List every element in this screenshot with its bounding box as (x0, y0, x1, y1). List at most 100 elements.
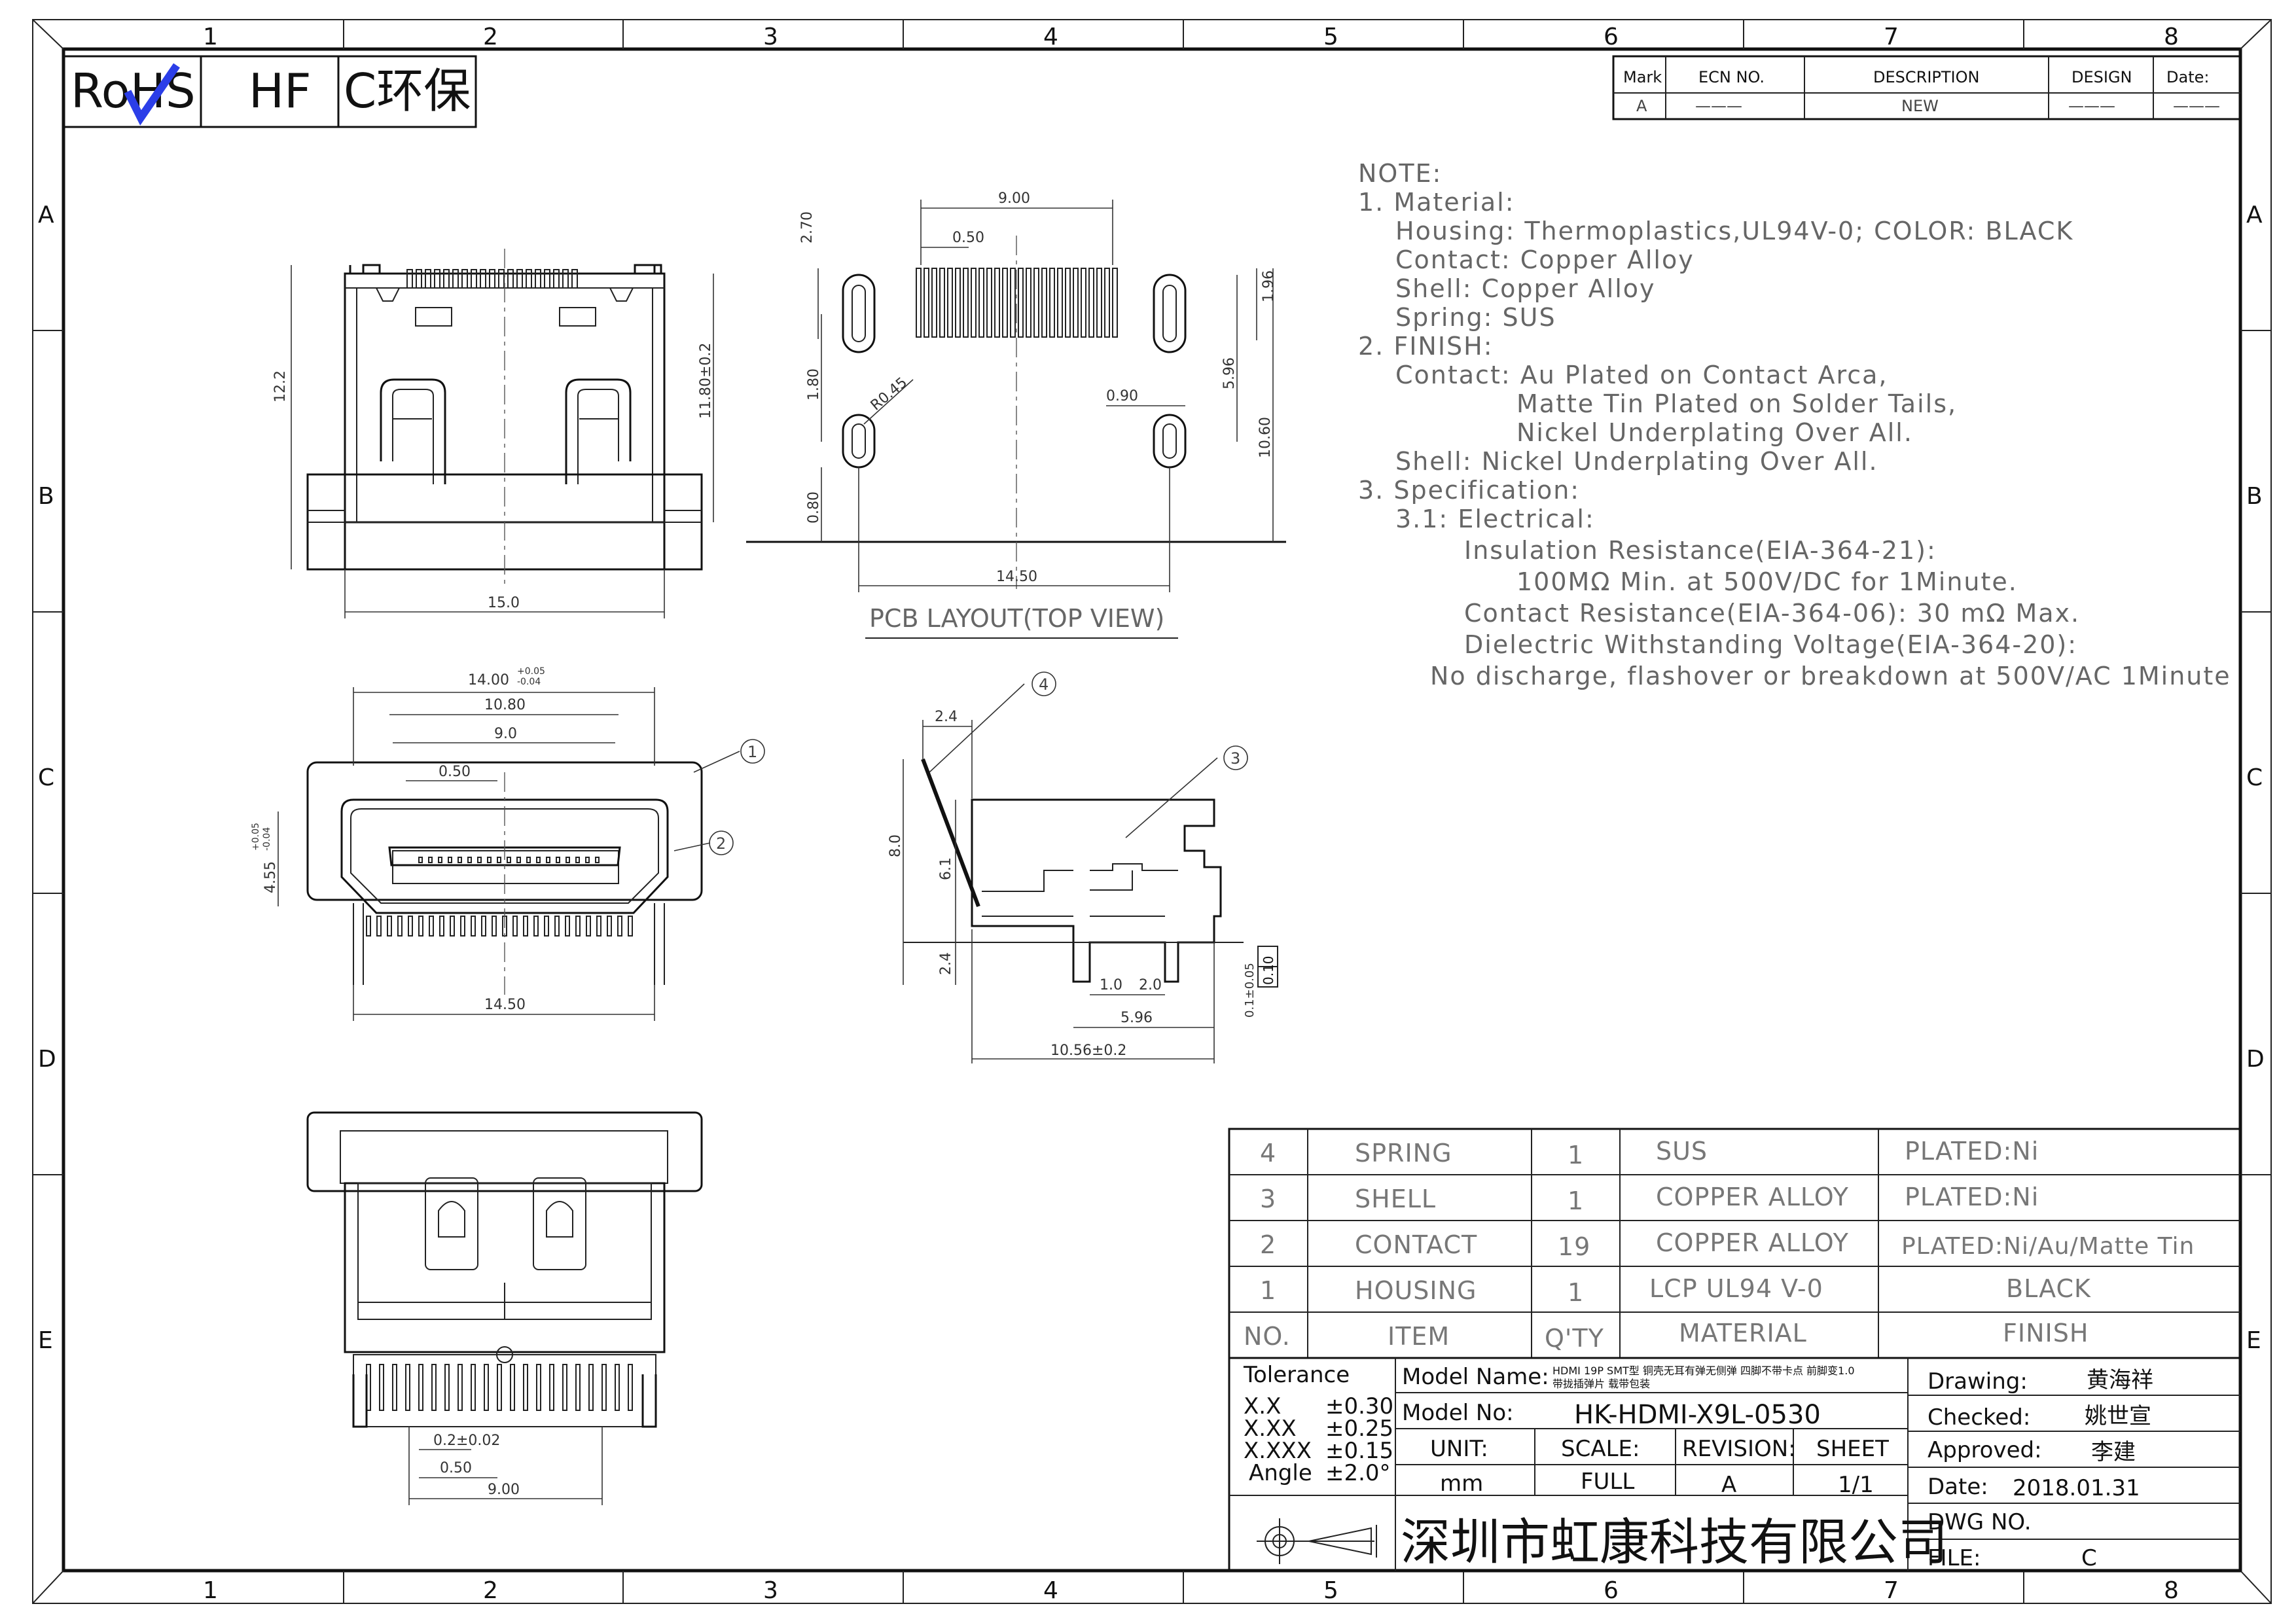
svg-text:5.96: 5.96 (1121, 1010, 1153, 1026)
svg-text:CONTACT: CONTACT (1355, 1230, 1477, 1259)
svg-text:5.96: 5.96 (1221, 357, 1238, 389)
svg-text:11.80±0.2: 11.80±0.2 (698, 343, 714, 419)
svg-text:SPRING: SPRING (1355, 1139, 1452, 1168)
svg-text:1.0: 1.0 (1100, 977, 1122, 993)
svg-text:FINISH: FINISH (2003, 1319, 2089, 1347)
col-label: 4 (1043, 24, 1058, 50)
svg-text:DESIGN: DESIGN (2072, 68, 2132, 86)
svg-text:9.00: 9.00 (998, 190, 1030, 207)
col-label: 7 (1884, 24, 1899, 50)
grid-ticks (33, 20, 2271, 1603)
svg-text:Checked:: Checked: (1928, 1404, 2030, 1431)
svg-text:Mark: Mark (1623, 68, 1662, 86)
svg-text:SUS: SUS (1656, 1137, 1708, 1166)
svg-text:2.4: 2.4 (938, 952, 954, 975)
svg-text:15.0: 15.0 (488, 595, 520, 611)
svg-text:———: ——— (1695, 97, 1742, 115)
col-label: 1 (203, 24, 218, 50)
svg-text:10.56±0.2: 10.56±0.2 (1050, 1043, 1126, 1059)
front-view: 14.00 +0.05 -0.04 10.80 9.0 0.50 4.55 +0… (251, 666, 765, 1021)
row-label: C (2246, 764, 2263, 791)
row-label: B (2246, 483, 2263, 510)
svg-text:3. Specification:: 3. Specification: (1358, 476, 1580, 505)
svg-text:14.00: 14.00 (468, 672, 509, 688)
svg-text:0.50: 0.50 (439, 764, 471, 780)
row-label: D (38, 1046, 56, 1073)
pcb-layout-view: 9.00 0.50 2.70 1.96 5.96 10.60 1.80 R0.4… (746, 190, 1286, 639)
svg-text:SCALE:: SCALE: (1561, 1436, 1640, 1462)
svg-text:0.80: 0.80 (806, 491, 822, 524)
svg-text:1: 1 (1568, 1141, 1584, 1169)
svg-text:0.2±0.02: 0.2±0.02 (433, 1433, 500, 1449)
svg-text:NEW: NEW (1901, 97, 1939, 115)
col-label: 8 (2164, 24, 2179, 50)
svg-text:X.X: X.X (1244, 1393, 1281, 1419)
checkmark-icon (124, 63, 180, 126)
col-label: 5 (1323, 24, 1338, 50)
svg-text:-0.04: -0.04 (262, 827, 272, 851)
svg-text:ECN NO.: ECN NO. (1698, 68, 1765, 86)
svg-text:FILE:: FILE: (1928, 1545, 1981, 1571)
row-label: A (38, 202, 54, 228)
svg-text:NO.: NO. (1244, 1322, 1291, 1351)
svg-text:2. FINISH:: 2. FINISH: (1358, 332, 1494, 361)
company-name: 深圳市虹康科技有限公司 (1401, 1513, 1948, 1571)
svg-text:±0.30: ±0.30 (1325, 1393, 1393, 1419)
svg-text:Model Name:: Model Name: (1402, 1364, 1549, 1390)
env-badge: C环保 (344, 63, 471, 118)
top-view: 12.2 11.80±0.2 15.0 (272, 249, 714, 618)
svg-text:10.60: 10.60 (1257, 417, 1274, 458)
svg-text:2.70: 2.70 (799, 211, 816, 243)
svg-text:14.50: 14.50 (484, 997, 526, 1013)
svg-text:Angle: Angle (1249, 1460, 1312, 1486)
svg-text:3: 3 (1260, 1185, 1276, 1213)
svg-text:COPPER ALLOY: COPPER ALLOY (1656, 1183, 1849, 1211)
svg-text:1: 1 (1260, 1276, 1276, 1305)
svg-text:2.4: 2.4 (935, 709, 958, 725)
svg-text:ITEM: ITEM (1388, 1322, 1450, 1351)
svg-text:2018.01.31: 2018.01.31 (2013, 1475, 2140, 1501)
svg-text:REVISION:: REVISION: (1682, 1436, 1796, 1462)
svg-text:Q'TY: Q'TY (1545, 1324, 1604, 1353)
svg-text:姚世宣: 姚世宣 (2085, 1403, 2151, 1429)
svg-text:MATERIAL: MATERIAL (1679, 1319, 1807, 1347)
svg-text:14.50: 14.50 (996, 569, 1037, 585)
svg-text:DESCRIPTION: DESCRIPTION (1873, 68, 1979, 86)
svg-text:A: A (1721, 1472, 1736, 1498)
svg-text:UNIT:: UNIT: (1430, 1436, 1488, 1462)
callout-4: 4 (1039, 675, 1049, 694)
svg-text:黄海祥: 黄海祥 (2087, 1367, 2153, 1393)
svg-text:Model No:: Model No: (1402, 1400, 1514, 1426)
svg-text:FULL: FULL (1581, 1469, 1634, 1495)
svg-text:0.90: 0.90 (1106, 388, 1138, 404)
svg-text:1: 1 (1568, 1278, 1584, 1307)
svg-text:0.1±0.05: 0.1±0.05 (1243, 963, 1257, 1018)
notes-block: NOTE: 1. Material: Housing: Thermoplasti… (1358, 159, 2231, 690)
svg-text:HOUSING: HOUSING (1355, 1276, 1477, 1305)
svg-text:0.50: 0.50 (952, 230, 984, 246)
svg-text:HDMI 19P SMT型 铜壳无耳有弹无侧弹 四脚不带卡点: HDMI 19P SMT型 铜壳无耳有弹无侧弹 四脚不带卡点 前脚变1.0 (1552, 1364, 1855, 1377)
svg-text:2.0: 2.0 (1139, 977, 1162, 993)
grid-row-labels: A B C D E A B C D E (38, 202, 2265, 1354)
svg-text:12.2: 12.2 (272, 370, 289, 402)
row-label: D (2246, 1046, 2265, 1073)
svg-text:Contact Resistance(EIA-364-06): Contact Resistance(EIA-364-06): 30 mΩ Ma… (1464, 599, 2080, 628)
svg-text:Spring: SUS: Spring: SUS (1395, 303, 1556, 332)
row-label: E (2246, 1327, 2261, 1354)
hf-badge: HF (249, 63, 312, 118)
svg-text:1.80: 1.80 (806, 368, 822, 401)
svg-text:Date:: Date: (2166, 68, 2209, 86)
col-label: 2 (483, 24, 498, 50)
svg-text:Tolerance: Tolerance (1243, 1362, 1350, 1388)
col-label: 6 (1604, 24, 1619, 50)
svg-text:Date:: Date: (1928, 1474, 1988, 1500)
svg-text:No discharge, flashover or bre: No discharge, flashover or breakdown at … (1430, 662, 2231, 690)
callout-3: 3 (1230, 749, 1240, 768)
row-label: A (2246, 202, 2263, 228)
svg-text:C: C (2081, 1545, 2097, 1571)
svg-text:———: ——— (2173, 97, 2220, 115)
svg-text:Drawing:: Drawing: (1928, 1368, 2028, 1395)
svg-text:Approved:: Approved: (1928, 1437, 2042, 1463)
side-view: 2.4 8.0 6.1 2.4 1.0 2.0 5.96 10.56±0.2 0… (888, 671, 1278, 1063)
svg-text:SHEET: SHEET (1816, 1436, 1889, 1462)
